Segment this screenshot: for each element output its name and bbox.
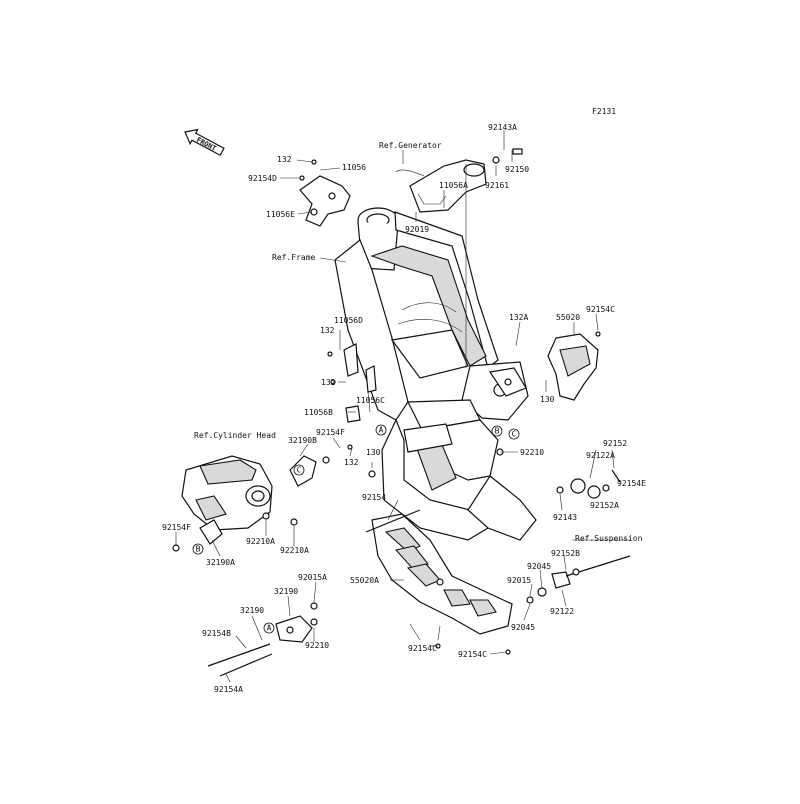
spacers-right-drawing [496, 448, 631, 604]
svg-text:C: C [297, 466, 302, 475]
part-label: 92019 [405, 225, 429, 234]
callout-b-upper: B [491, 425, 503, 437]
part-label: 92154D [248, 174, 277, 183]
ref-frame-label: Ref.Frame [272, 253, 316, 262]
part-label: 92154C [586, 305, 615, 314]
part-label: 92154E [617, 479, 646, 488]
part-label: 92015A [298, 573, 327, 582]
part-label: 92210A [280, 546, 309, 555]
part-label: 92154B [202, 629, 231, 638]
part-label: 92161 [485, 181, 509, 190]
part-label: 92143A [488, 123, 517, 132]
part-label: 92154F [316, 428, 345, 437]
part-label: 92152 [603, 439, 627, 448]
part-label: 132 [277, 155, 292, 164]
part-label: 92154 [362, 493, 386, 502]
part-label: 92045 [527, 562, 551, 571]
part-label: 32190A [206, 558, 235, 567]
part-label: 132 [344, 458, 359, 467]
callout-b-lower: B [192, 543, 204, 555]
part-label: 11056B [304, 408, 333, 417]
svg-text:B: B [495, 427, 500, 436]
part-label: 92015 [507, 576, 531, 585]
brackets-mid-drawing [327, 343, 377, 478]
part-label: 11056D [334, 316, 363, 325]
svg-text:A: A [267, 624, 272, 633]
skid-plate-drawing [371, 513, 513, 655]
svg-text:A: A [379, 426, 384, 435]
part-label: 55020 [556, 313, 580, 322]
svg-text:C: C [512, 430, 517, 439]
part-label: 132 [320, 326, 335, 335]
part-label: 92210 [305, 641, 329, 650]
part-label: 92210A [246, 537, 275, 546]
figure-code: F2131 [592, 107, 616, 116]
bracket-32190-drawing [207, 509, 421, 677]
callout-c-upper: C [508, 428, 520, 440]
part-label: 132A [509, 313, 528, 322]
ref-cylinder-head-label: Ref.Cylinder Head [194, 431, 276, 440]
part-label: 92154C [408, 644, 437, 653]
part-label: 92122 [550, 607, 574, 616]
guard-55020-drawing [547, 331, 601, 401]
frame-drawing [334, 207, 537, 541]
generator-bracket-drawing [395, 148, 523, 213]
part-label: 11056 [342, 163, 366, 172]
leader-lines [175, 130, 630, 683]
callout-c-lower: C [293, 464, 305, 476]
part-label: 92152A [590, 501, 619, 510]
callout-a-lower: A [263, 622, 275, 634]
part-label: 92150 [505, 165, 529, 174]
part-label: 32190B [288, 436, 317, 445]
part-label: 92154C [458, 650, 487, 659]
ref-generator-label: Ref.Generator [379, 141, 442, 150]
part-label: 92154A [214, 685, 243, 694]
part-label: 92143 [553, 513, 577, 522]
part-label: 11056E [266, 210, 295, 219]
part-label: 132 [321, 378, 336, 387]
front-arrow-icon: FRONT [184, 128, 225, 157]
callout-a-upper: A [375, 424, 387, 436]
part-label: 55020A [350, 576, 379, 585]
cylinder-head-drawing [172, 455, 330, 552]
part-label: 32190 [274, 587, 298, 596]
part-label: 11056C [356, 396, 385, 405]
part-label: 92154F [162, 523, 191, 532]
part-label: 130 [540, 395, 555, 404]
svg-text:B: B [196, 545, 201, 554]
ref-suspension-label: Ref.Suspension [575, 534, 643, 543]
part-label: 130 [366, 448, 381, 457]
bracket-11056-drawing [299, 159, 351, 227]
part-label: 92210 [520, 448, 544, 457]
part-labels: 132 11056 92154D 11056E 92143A 92150 921… [162, 123, 646, 694]
part-label: 92045 [511, 623, 535, 632]
part-label: 92152B [551, 549, 580, 558]
part-label: 11056A [439, 181, 468, 190]
part-label: 32190 [240, 606, 264, 615]
part-label: 92122A [586, 451, 615, 460]
